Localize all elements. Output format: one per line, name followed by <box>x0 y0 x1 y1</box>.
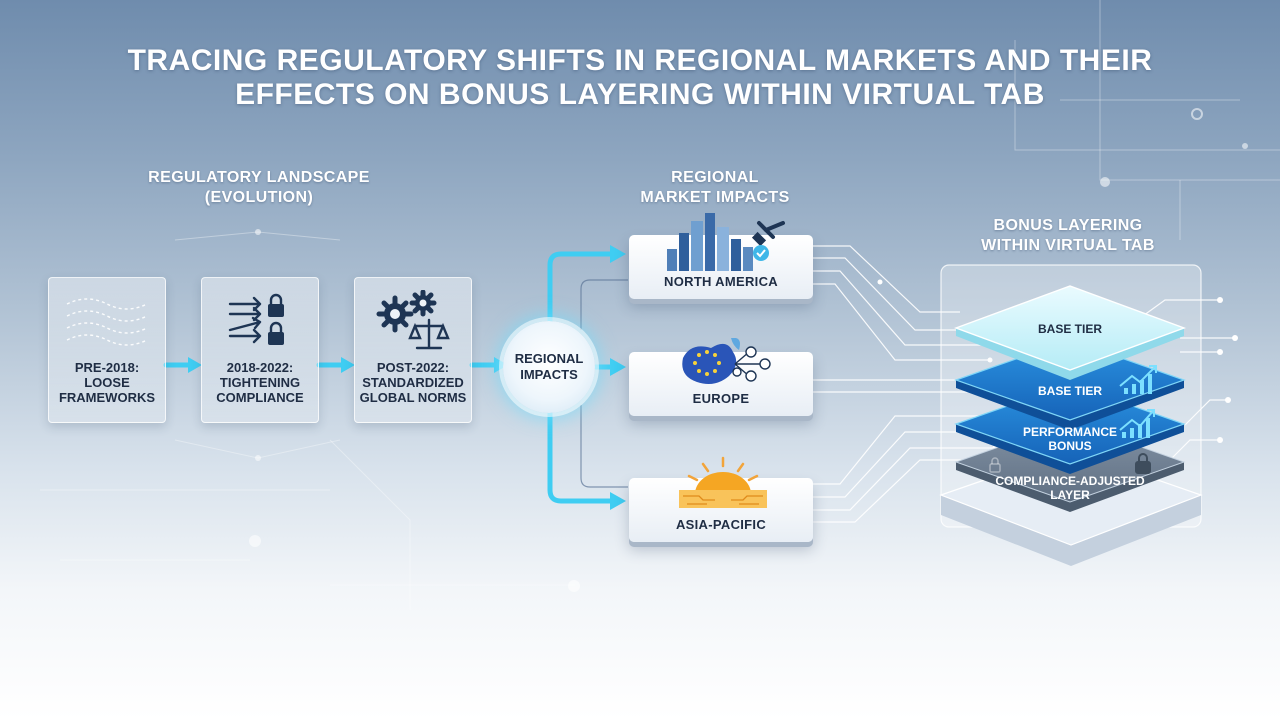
eu-stars-network-icon <box>682 338 771 384</box>
region-card-europe: EUROPE <box>629 338 813 416</box>
sunrise-circuit-icon <box>679 456 767 508</box>
stage-label: POST-2022: STANDARDIZED GLOBAL NORMS <box>357 360 469 405</box>
gears-scales-icon <box>355 290 471 354</box>
regulatory-landscape-heading: REGULATORY LANDSCAPE (EVOLUTION) <box>130 168 388 208</box>
heading-line: BONUS LAYERING <box>993 217 1143 234</box>
lock-icon <box>989 457 1001 473</box>
stage-label: PRE-2018: LOOSE FRAMEWORKS <box>51 360 163 405</box>
layer-label-line: PERFORMANCE <box>1022 425 1117 439</box>
stage-label-line: 2018-2022: <box>226 360 294 375</box>
region-label: EUROPE <box>692 391 750 406</box>
hub-label: REGIONAL IMPACTS <box>515 351 584 383</box>
lock-icon <box>1135 453 1151 474</box>
layer-performance-bonus: PERFORMANCE BONUS <box>955 425 1185 453</box>
region-card-asia-pacific: ASIA-PACIFIC <box>629 456 813 542</box>
region-card-north-america: NORTH AMERICA <box>629 213 813 299</box>
page-title: TRACING REGULATORY SHIFTS IN REGIONAL MA… <box>0 44 1280 112</box>
stage-card-2018-2022: 2018-2022: TIGHTENING COMPLIANCE <box>201 277 319 423</box>
title-line-2: EFFECTS ON BONUS LAYERING WITHIN VIRTUAL… <box>235 78 1045 111</box>
heading-line: REGULATORY LANDSCAPE <box>148 169 370 186</box>
stage-label-line: POST-2022: <box>376 360 450 375</box>
heading-line: WITHIN VIRTUAL TAB <box>981 237 1155 254</box>
stage-label: 2018-2022: TIGHTENING COMPLIANCE <box>204 360 316 405</box>
title-line-1: TRACING REGULATORY SHIFTS IN REGIONAL MA… <box>127 44 1153 77</box>
hub-arrowhead-2 <box>610 358 626 376</box>
regional-market-impacts-heading: REGIONAL MARKET IMPACTS <box>610 168 820 208</box>
city-skyline-gavel-icon <box>667 213 785 271</box>
hub-arrow-asia-pacific <box>547 410 615 504</box>
stage-arrowhead-2 <box>341 357 355 373</box>
hub-label-line: REGIONAL <box>514 351 584 366</box>
layer-base-tier-top: BASE TIER <box>955 322 1185 336</box>
layer-label-line: LAYER <box>1050 488 1090 502</box>
layer-base-tier: BASE TIER <box>955 384 1185 398</box>
stage-label-line: FRAMEWORKS <box>58 390 156 405</box>
stage-label-line: COMPLIANCE <box>216 390 304 405</box>
wavy-lines-icon <box>49 290 165 354</box>
regional-impacts-hub: REGIONAL IMPACTS <box>503 321 595 413</box>
bonus-layering-heading: BONUS LAYERING WITHIN VIRTUAL TAB <box>960 216 1176 256</box>
stage-label-line: TIGHTENING <box>219 375 301 390</box>
stage-card-post-2022: POST-2022: STANDARDIZED GLOBAL NORMS <box>354 277 472 423</box>
layer-label-line: BONUS <box>1048 439 1092 453</box>
arrows-lock-icon <box>202 290 318 354</box>
heading-line: MARKET IMPACTS <box>640 189 790 206</box>
stage-label-line: PRE-2018: <box>74 360 140 375</box>
stage-label-line: LOOSE <box>84 375 130 390</box>
layer-label-line: COMPLIANCE-ADJUSTED <box>995 474 1145 488</box>
heading-line: (EVOLUTION) <box>204 189 314 206</box>
heading-line: REGIONAL <box>671 169 759 186</box>
region-label: ASIA-PACIFIC <box>675 517 767 532</box>
stage-arrowhead-1 <box>188 357 202 373</box>
region-label: NORTH AMERICA <box>664 274 778 289</box>
hub-label-line: IMPACTS <box>520 367 578 382</box>
layer-compliance-adjusted: COMPLIANCE-ADJUSTED LAYER <box>955 474 1185 502</box>
layer-label-line: BASE TIER <box>1037 322 1102 336</box>
hub-arrow-north-america <box>547 251 615 325</box>
stage-card-pre-2018: PRE-2018: LOOSE FRAMEWORKS <box>48 277 166 423</box>
stage-label-line: STANDARDIZED <box>362 375 464 390</box>
hub-arrowhead-3 <box>610 492 626 510</box>
stage-label-line: GLOBAL NORMS <box>359 390 467 405</box>
layer-label-line: BASE TIER <box>1037 384 1102 398</box>
hub-arrowhead-1 <box>610 245 626 263</box>
stage-arrowhead-3 <box>494 357 508 373</box>
